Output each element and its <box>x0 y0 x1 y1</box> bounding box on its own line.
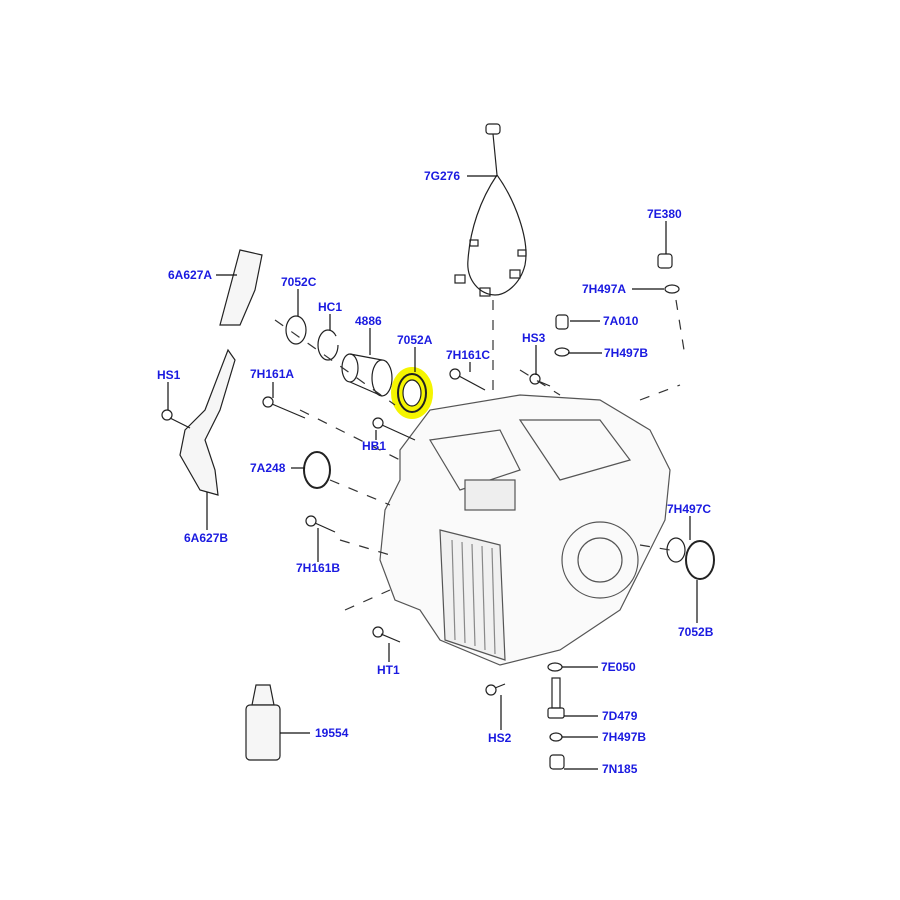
callout-hs1[interactable]: HS1 <box>157 368 181 382</box>
clip-hc1 <box>317 329 339 361</box>
callout-hc1[interactable]: HC1 <box>318 300 343 314</box>
cover-6a627a <box>219 249 263 326</box>
sealant-bottle-19554 <box>245 684 281 761</box>
seal-7a248 <box>303 451 331 489</box>
callout-hs2[interactable]: HS2 <box>488 731 512 745</box>
callout-7n185[interactable]: 7N185 <box>602 762 638 776</box>
callout-6a627b[interactable]: 6A627B <box>184 531 229 545</box>
callout-19554[interactable]: 19554 <box>315 726 349 740</box>
callout-7052c[interactable]: 7052C <box>281 275 317 289</box>
seal-7052c <box>285 315 307 345</box>
callout-7g276[interactable]: 7G276 <box>424 169 461 183</box>
cover-6a627b <box>179 348 236 496</box>
callout-7a248[interactable]: 7A248 <box>250 461 286 475</box>
callout-ht1[interactable]: HT1 <box>377 663 400 677</box>
bolts <box>161 253 680 770</box>
alignment-lines <box>274 299 685 611</box>
leader-lines <box>167 175 698 770</box>
seal-7052a <box>391 367 433 419</box>
callout-7h497a[interactable]: 7H497A <box>582 282 627 296</box>
callout-7h161c[interactable]: 7H161C <box>446 348 491 362</box>
seal-7052b <box>685 540 715 580</box>
callout-7052b[interactable]: 7052B <box>678 625 714 639</box>
callout-7h161b[interactable]: 7H161B <box>296 561 341 575</box>
callout-7e050[interactable]: 7E050 <box>601 660 636 674</box>
callout-4886[interactable]: 4886 <box>355 314 382 328</box>
callout-7a010[interactable]: 7A010 <box>603 314 639 328</box>
bushing-4886 <box>341 353 393 397</box>
callout-7h161a[interactable]: 7H161A <box>250 367 295 381</box>
callout-7h497b-top[interactable]: 7H497B <box>604 346 649 360</box>
transmission-housing <box>379 394 671 666</box>
callout-7d479[interactable]: 7D479 <box>602 709 638 723</box>
callout-7e380[interactable]: 7E380 <box>647 207 682 221</box>
wiring-harness <box>454 123 527 297</box>
callout-7052a[interactable]: 7052A <box>397 333 433 347</box>
callout-hb1[interactable]: HB1 <box>362 439 387 453</box>
callout-hs3[interactable]: HS3 <box>522 331 546 345</box>
callout-6a627a[interactable]: 6A627A <box>168 268 213 282</box>
callout-7h497b-bottom[interactable]: 7H497B <box>602 730 647 744</box>
callout-7h497c[interactable]: 7H497C <box>667 502 712 516</box>
ring-7h497c <box>666 537 686 563</box>
